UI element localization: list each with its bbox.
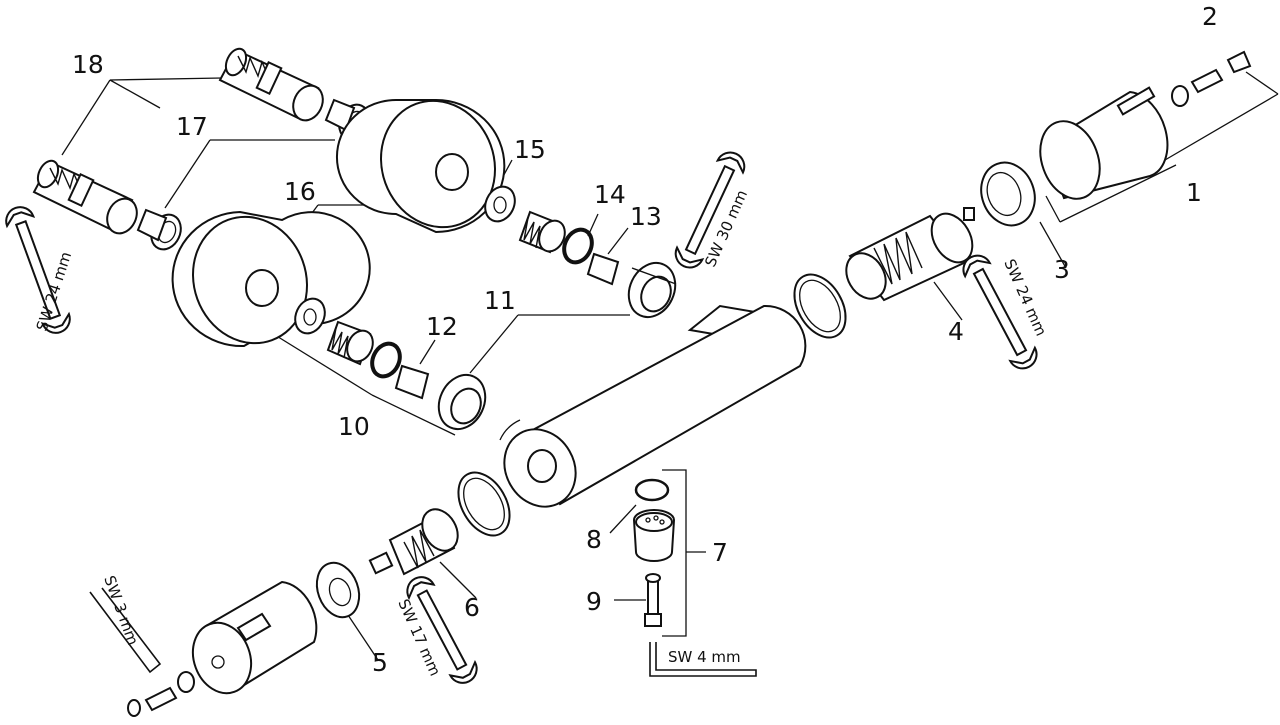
tool-label-sw3: SW 3 mm — [100, 573, 142, 647]
part-label-13: 13 — [630, 202, 662, 231]
part-6-valve — [368, 508, 459, 576]
thermostat-body — [499, 304, 807, 508]
part-number-labels: 18 17 16 15 14 13 11 12 10 2 1 3 4 7 8 9… — [72, 2, 1218, 677]
part-label-2: 2 — [1202, 2, 1218, 31]
part-label-15: 15 — [514, 135, 546, 164]
part-label-12: 12 — [426, 312, 458, 341]
wrench-icon — [406, 576, 478, 684]
part-18-lower-connector — [32, 159, 182, 251]
left-handle — [127, 580, 318, 717]
part-5-adapter — [315, 561, 361, 619]
part-label-11: 11 — [484, 286, 516, 315]
hex-key-icon — [649, 642, 757, 677]
part-4-cartridge — [845, 207, 975, 302]
part-label-7: 7 — [712, 538, 728, 567]
hex-key-icon — [89, 587, 162, 674]
part-label-10: 10 — [338, 412, 370, 441]
part-label-3: 3 — [1054, 255, 1070, 284]
leader-lines — [61, 71, 1279, 661]
part-16-cover-disc-upper — [336, 99, 506, 234]
wrench-icon — [962, 254, 1038, 370]
part-label-1: 1 — [1186, 178, 1202, 207]
part-3-ring-nut — [980, 161, 1036, 227]
part-label-4: 4 — [948, 317, 964, 346]
tool-label-sw4: SW 4 mm — [668, 648, 741, 666]
part-label-8: 8 — [586, 525, 602, 554]
part-1-temperature-handle — [1039, 86, 1169, 200]
wrench-icon — [5, 206, 71, 334]
part-label-18: 18 — [72, 50, 104, 79]
parts-7-8-9 — [632, 478, 676, 627]
part-label-16: 16 — [284, 177, 316, 206]
parts-15-14-13-upper — [484, 185, 677, 319]
part-label-14: 14 — [594, 180, 626, 209]
body-seal-rings — [457, 273, 847, 537]
part-2-screw-cap — [1171, 50, 1252, 107]
part-label-17: 17 — [176, 112, 208, 141]
wrench-icon — [674, 151, 746, 269]
part-label-6: 6 — [464, 593, 480, 622]
parts-10-11-12-lower — [294, 297, 487, 431]
part-label-5: 5 — [372, 648, 388, 677]
part-label-9: 9 — [586, 587, 602, 616]
